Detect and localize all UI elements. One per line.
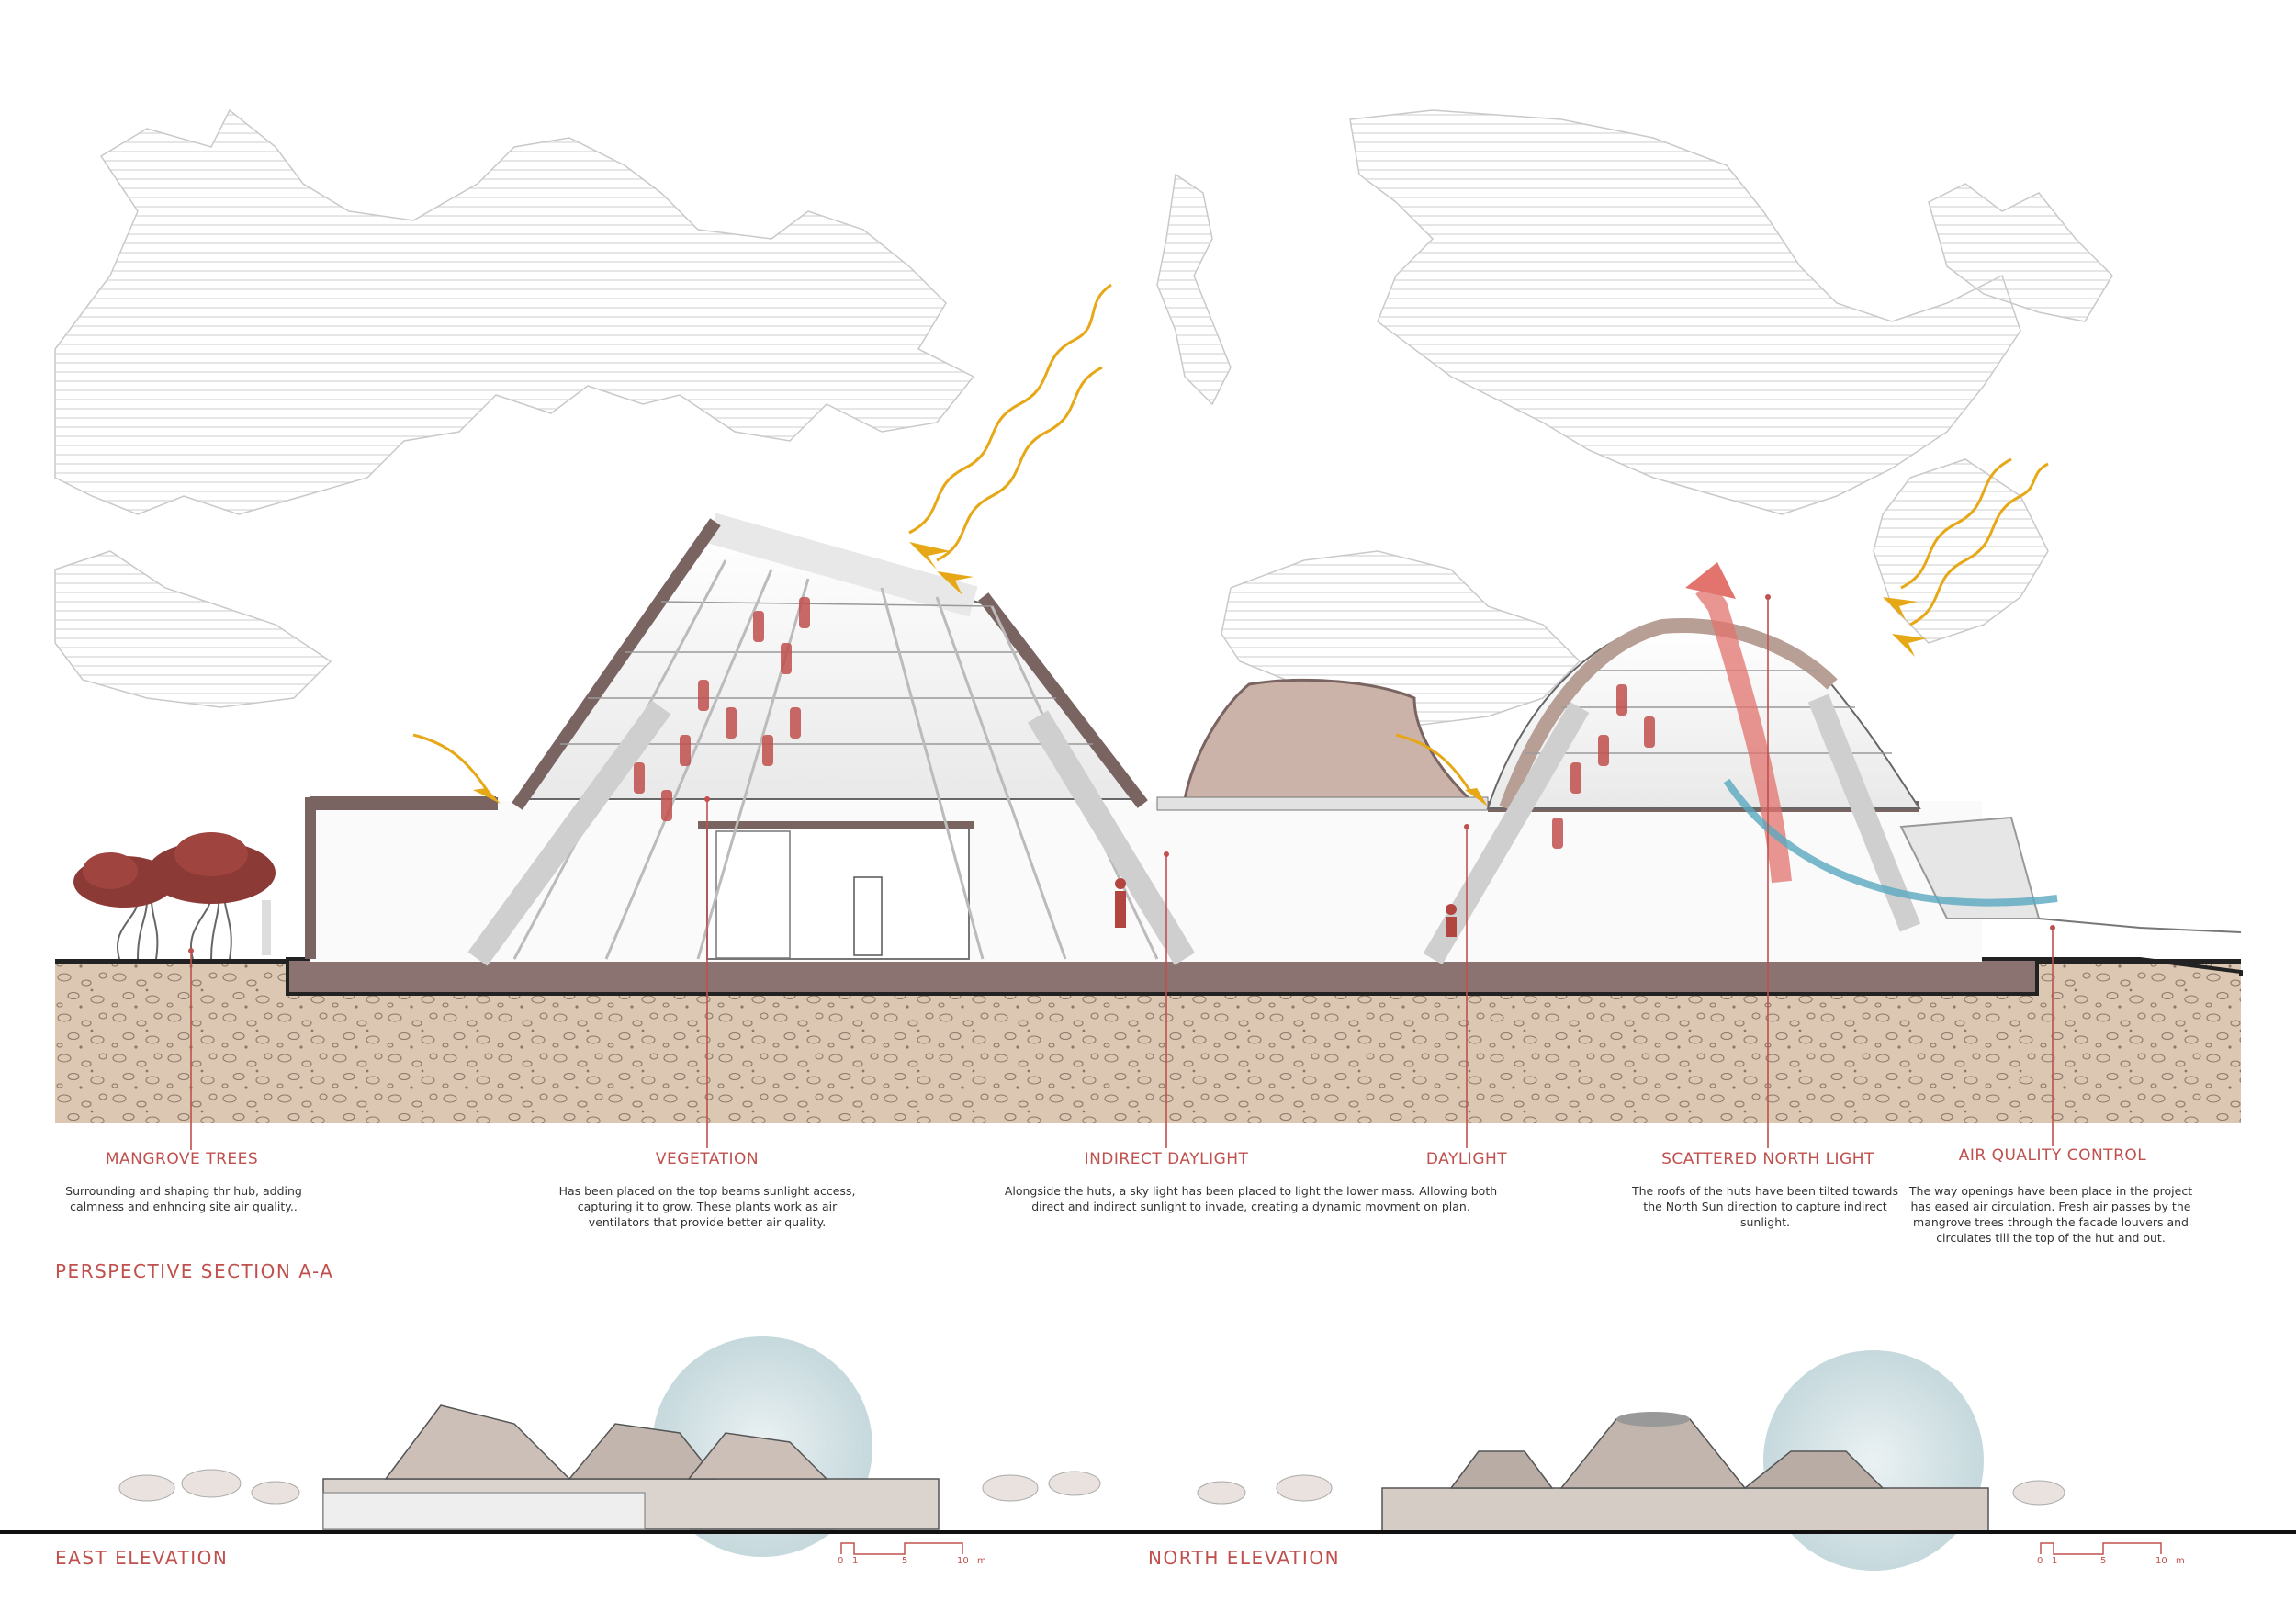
vegetation-description: Has been placed on the top beams sunligh…	[558, 1184, 856, 1229]
air-quality-label: AIR QUALITY CONTROL	[1958, 1146, 2147, 1165]
left-hut	[467, 513, 1196, 966]
scale-tick-0-right: 0	[2037, 1556, 2043, 1566]
scale-tick-0: 0	[838, 1556, 844, 1566]
scale-unit: m	[977, 1556, 986, 1566]
mangrove-description: Surrounding and shaping thr hub, adding …	[65, 1184, 302, 1213]
indirect-daylight-description: Alongside the huts, a sky light has been…	[1004, 1184, 1498, 1213]
daylight-label: DAYLIGHT	[1425, 1150, 1508, 1168]
indirect-daylight-label: INDIRECT DAYLIGHT	[1084, 1150, 1249, 1168]
north-light-description: The roofs of the huts have been tilted t…	[1631, 1184, 1898, 1229]
north-light-label: SCATTERED NORTH LIGHT	[1661, 1150, 1874, 1168]
north-elevation-title: NORTH ELEVATION	[1148, 1547, 1341, 1569]
elevation-trees	[118, 1469, 2065, 1506]
mangrove-label: MANGROVE TREES	[105, 1150, 259, 1168]
leader-dots	[188, 594, 2055, 953]
scale-tick-1-right: 1	[2052, 1556, 2058, 1566]
sun-arrowheads	[473, 542, 1927, 806]
scale-unit-right: m	[2176, 1556, 2185, 1566]
scale-tick-10: 10	[957, 1556, 969, 1566]
east-elevation-drawing	[322, 1336, 940, 1557]
scale-tick-10-right: 10	[2155, 1556, 2167, 1566]
sun-arrows	[412, 283, 2049, 791]
east-elevation-title: EAST ELEVATION	[55, 1547, 229, 1569]
section-title: PERSPECTIVE SECTION A-A	[55, 1260, 334, 1282]
scale-bar-right	[2040, 1542, 2162, 1555]
leader-lines	[190, 597, 2054, 1150]
cloud-layer	[54, 108, 2113, 727]
north-elevation-drawing	[1381, 1350, 1989, 1571]
air-up-arrow	[1695, 581, 1792, 884]
scale-tick-1: 1	[852, 1556, 859, 1566]
foundation-slab	[286, 957, 2039, 996]
air-quality-description: The way openings have been place in the …	[1908, 1184, 2193, 1245]
scale-tick-5: 5	[902, 1556, 908, 1566]
scale-bar-left	[840, 1542, 963, 1555]
vegetation-label: VEGETATION	[655, 1150, 760, 1168]
air-flow-arrow	[1723, 778, 2058, 907]
mangrove-trees	[73, 832, 276, 960]
central-skylight	[1156, 678, 1489, 811]
people	[1115, 878, 1457, 937]
scale-tick-5-right: 5	[2100, 1556, 2107, 1566]
vegetation-marks	[634, 597, 1655, 849]
